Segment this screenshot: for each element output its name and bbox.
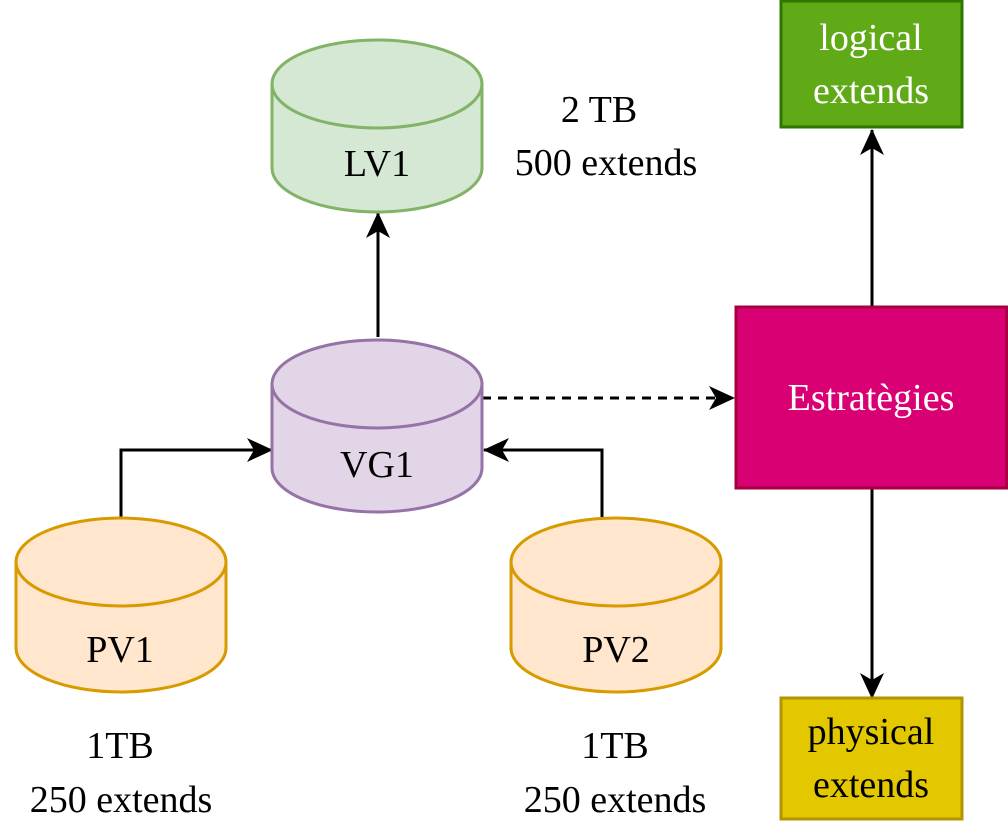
edge-pv2-to-vg1 xyxy=(483,438,604,518)
edges xyxy=(119,129,884,699)
edge-pv1-to-vg1 xyxy=(119,438,273,518)
strategies-box-rect xyxy=(734,305,1008,490)
pv2-cylinder[interactable]: PV2 xyxy=(509,516,723,694)
logical-extends-line1: logical xyxy=(819,17,922,59)
lv1-caption: 2 TB 500 extends xyxy=(515,89,698,184)
pv2-caption: 1TB 250 extends xyxy=(524,725,707,821)
pv2-cylinder-top xyxy=(509,561,723,608)
physical-extends-line2: extends xyxy=(813,764,929,806)
pv2-size: 1TB xyxy=(581,725,649,767)
lv1-cylinder[interactable]: LV1 xyxy=(270,38,484,214)
vg1-cylinder-top xyxy=(270,383,484,430)
vg1-cylinder[interactable]: VG1 xyxy=(270,338,484,514)
pv1-caption: 1TB 250 extends xyxy=(30,725,213,821)
logical-extends-box-rect xyxy=(779,0,964,129)
lv1-label: LV1 xyxy=(344,143,410,185)
vg1-label: VG1 xyxy=(340,444,414,486)
logical-extends-line2: extends xyxy=(813,70,929,112)
pv1-cylinder[interactable]: PV1 xyxy=(14,516,228,694)
strategies-box[interactable]: Estratègies xyxy=(734,305,1008,490)
lv1-cylinder-body xyxy=(270,38,484,214)
pv1-extends: 250 extends xyxy=(30,779,213,821)
lv1-extends: 500 extends xyxy=(515,142,698,184)
pv2-label: PV2 xyxy=(582,629,650,671)
pv1-cylinder-top xyxy=(14,561,228,608)
vg1-cylinder-body xyxy=(270,338,484,514)
physical-extends-line1: physical xyxy=(808,711,935,753)
physical-extends-box[interactable]: physical extends xyxy=(779,696,964,821)
strategies-label: Estratègies xyxy=(788,377,955,419)
lv1-size: 2 TB xyxy=(561,89,637,131)
logical-extends-box[interactable]: logical extends xyxy=(779,0,964,129)
physical-extends-box-rect xyxy=(779,696,964,821)
pv1-label: PV1 xyxy=(86,629,154,671)
lv1-cylinder-top xyxy=(270,83,484,130)
pv2-extends: 250 extends xyxy=(524,779,707,821)
pv1-size: 1TB xyxy=(86,725,154,767)
